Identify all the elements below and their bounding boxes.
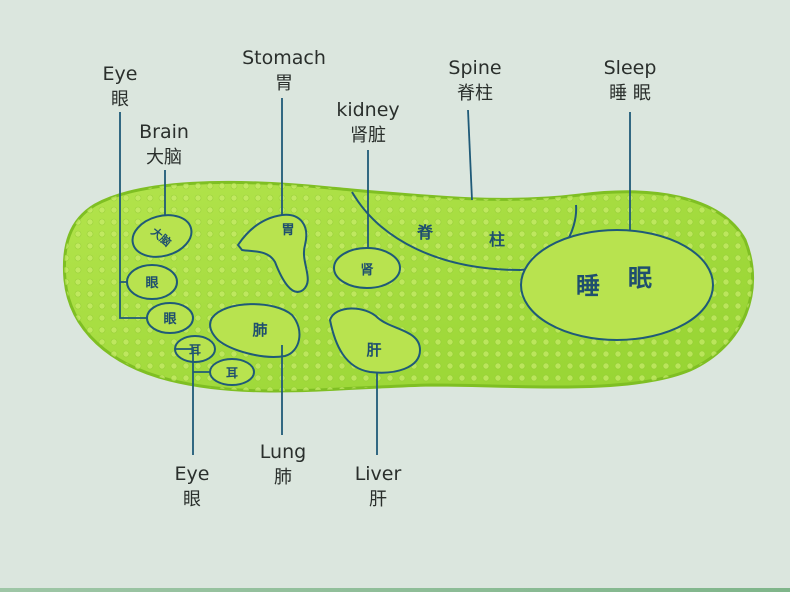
callout-brain-en: Brain — [139, 121, 189, 143]
callout-eye-top-en: Eye — [103, 63, 138, 85]
callout-sleep: Sleep 睡 眠 — [604, 56, 657, 106]
callout-liver-en: Liver — [355, 463, 402, 485]
zone-label-kidney: 肾 — [360, 263, 374, 278]
callout-kidney-cn: 肾脏 — [336, 123, 399, 148]
zone-label-ear-1: 耳 — [189, 343, 201, 357]
sleep-zone — [521, 230, 713, 340]
callout-spine: Spine 脊柱 — [448, 56, 501, 106]
callout-sleep-en: Sleep — [604, 57, 657, 79]
zone-label-lung: 肺 — [252, 321, 267, 339]
callout-spine-en: Spine — [448, 57, 501, 79]
callout-liver-cn: 肝 — [355, 487, 402, 512]
callout-eye-bottom-en: Eye — [175, 463, 210, 485]
zone-label-eye-2: 眼 — [163, 312, 177, 327]
callout-lung: Lung 肺 — [260, 440, 306, 490]
zone-label-sleep-b: 眠 — [628, 264, 652, 292]
zone-label-liver: 肝 — [366, 341, 381, 359]
callout-eye-top-cn: 眼 — [103, 87, 138, 112]
callout-eye-bottom: Eye 眼 — [175, 462, 210, 512]
callout-kidney: kidney 肾脏 — [336, 98, 399, 148]
callout-stomach-cn: 胃 — [242, 71, 326, 96]
callout-kidney-en: kidney — [336, 99, 399, 121]
zone-label-eye-1: 眼 — [145, 276, 159, 291]
callout-brain: Brain 大脑 — [139, 120, 189, 170]
bottom-accent-bar — [0, 588, 790, 592]
zone-label-stomach: 胃 — [281, 223, 294, 238]
zone-label-sleep-a: 睡 — [576, 272, 600, 300]
zone-label-spine-b: 柱 — [489, 230, 505, 249]
callout-stomach: Stomach 胃 — [242, 46, 326, 96]
zone-label-spine-a: 脊 — [416, 223, 434, 242]
zone-label-ear-2: 耳 — [226, 366, 238, 380]
callout-eye-bottom-cn: 眼 — [175, 487, 210, 512]
callout-sleep-cn: 睡 眠 — [604, 81, 657, 106]
callout-stomach-en: Stomach — [242, 47, 326, 69]
callout-liver: Liver 肝 — [355, 462, 402, 512]
callout-eye-top: Eye 眼 — [103, 62, 138, 112]
callout-brain-cn: 大脑 — [139, 145, 189, 170]
callout-spine-cn: 脊柱 — [448, 81, 501, 106]
callout-lung-cn: 肺 — [260, 465, 306, 490]
callout-lung-en: Lung — [260, 441, 306, 463]
